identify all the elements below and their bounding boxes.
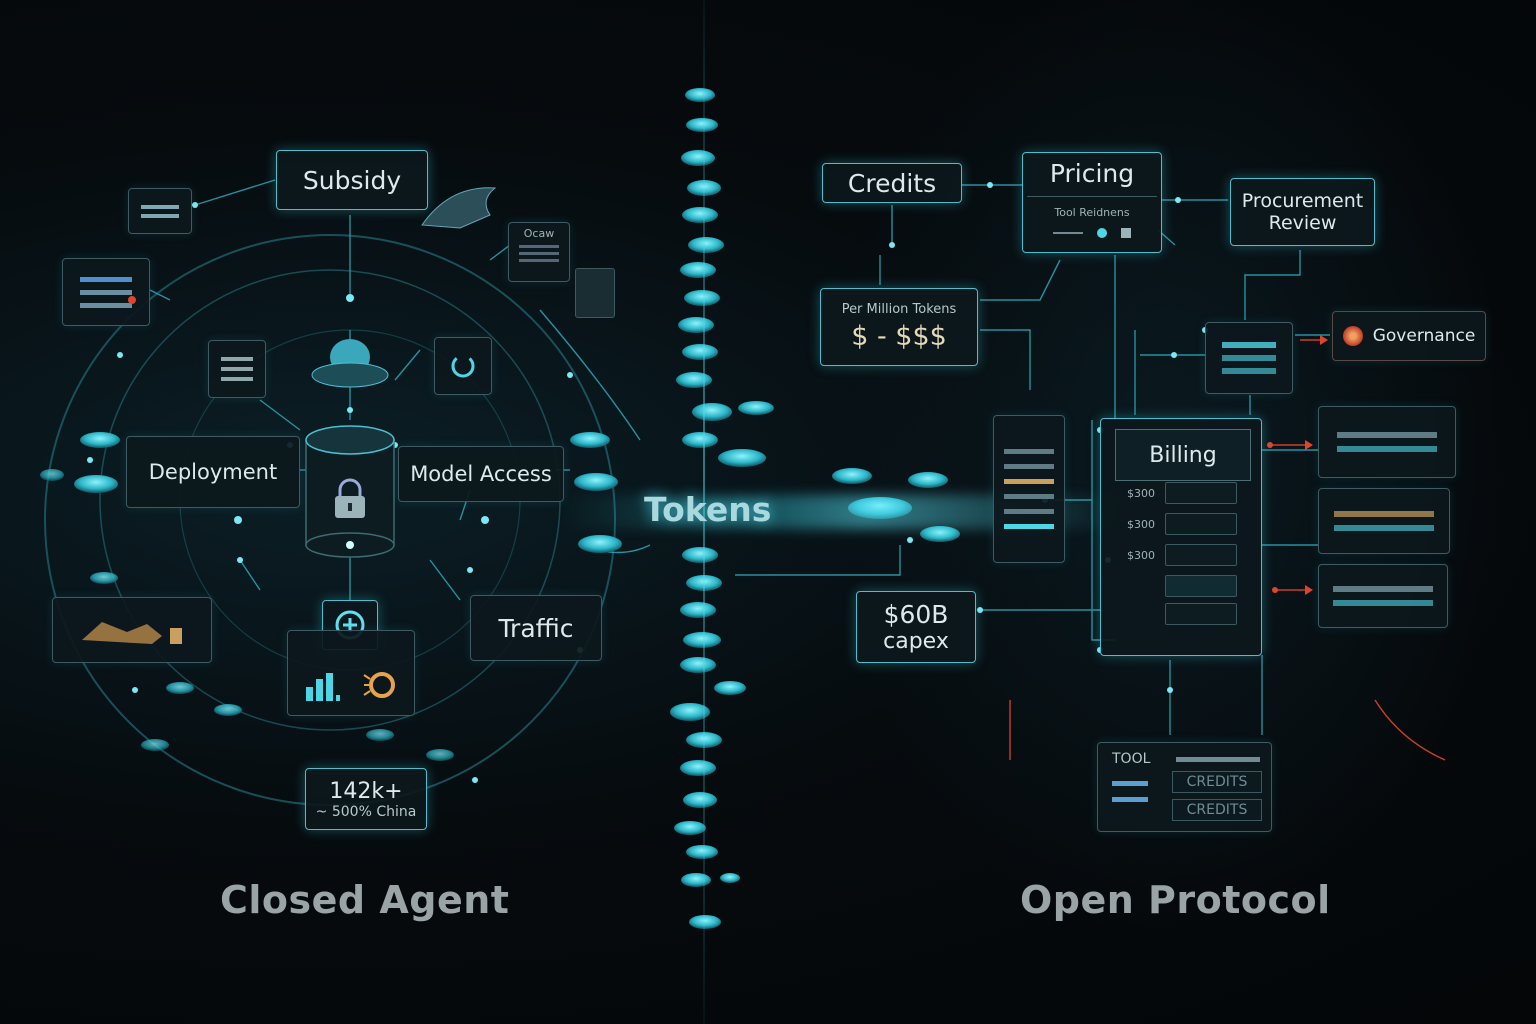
map-panel[interactable] [52,597,212,663]
stat-box: 142k+ ~ 500% China [305,768,427,830]
procurement-review-box[interactable]: Procurement Review [1230,178,1375,246]
per-million-label: Per Million Tokens [841,302,957,317]
server-cube-icon [575,268,615,318]
capex-value: $60B [883,600,949,629]
mini-window[interactable]: Ocaw [508,222,570,282]
per-million-tokens-box: Per Million Tokens $ - $$$ [820,288,978,366]
subsidy-label: Subsidy [302,165,402,195]
model-access-label: Model Access [410,462,552,486]
billing-label: Billing [1149,442,1217,468]
subsidy-box[interactable]: Subsidy [276,150,428,210]
traffic-box[interactable]: Traffic [470,595,602,661]
billing-row-1-amount: $300 [1127,487,1155,500]
deployment-box[interactable]: Deployment [126,436,300,508]
cloud-icon [308,335,392,389]
price-range: $ - $$$ [851,321,947,352]
mini-window-title: Ocaw [523,227,555,240]
governance-label: Governance [1372,326,1476,346]
lock-icon [330,478,370,520]
refresh-icon[interactable] [434,337,492,395]
alert-dot-icon [128,296,136,304]
stat-caption: ~ 500% China [315,803,417,820]
tool-label: TOOL [1112,751,1151,767]
central-database [305,425,395,558]
billing-panel[interactable]: Billing $300 $300 $300 [1100,418,1262,656]
queue-panel[interactable] [1205,322,1293,394]
capex-label: capex [883,629,949,654]
gear-icon [363,672,395,698]
model-access-box[interactable]: Model Access [398,446,564,502]
tool-credits-panel[interactable]: TOOL CREDITS CREDITS [1097,742,1272,832]
server-unit-1 [1318,406,1456,478]
credits-row-2: CREDITS [1172,799,1262,821]
capex-box: $60B capex [856,591,976,663]
traffic-label: Traffic [498,613,574,643]
bar-chart-icon [306,673,340,701]
deployment-label: Deployment [148,460,278,484]
procurement-line2: Review [1268,212,1337,234]
server-rack [993,415,1065,563]
billing-row-3-amount: $300 [1127,549,1155,562]
pricing-box[interactable]: Pricing Tool Reidnens [1022,152,1162,253]
pricing-sub: Tool Reidnens [1054,206,1130,219]
document-panel[interactable] [128,188,192,234]
pricing-label: Pricing [1049,159,1135,188]
right-title: Open Protocol [1020,878,1331,922]
procurement-line1: Procurement [1241,190,1364,212]
credits-box[interactable]: Credits [822,163,962,203]
credits-label: Credits [847,168,937,198]
stat-value: 142k+ [329,778,403,804]
credits-row-1: CREDITS [1172,771,1262,793]
message-panel[interactable] [62,258,150,326]
analytics-panel[interactable] [287,630,415,716]
server-unit-3 [1318,564,1448,628]
left-title: Closed Agent [220,878,510,922]
tokens-label: Tokens [644,490,772,529]
server-unit-2 [1318,488,1450,554]
document-icon[interactable] [208,340,266,398]
governance-badge-icon [1342,326,1363,346]
billing-row-2-amount: $300 [1127,518,1155,531]
governance-box[interactable]: Governance [1332,311,1486,361]
ship-icon [420,180,502,230]
